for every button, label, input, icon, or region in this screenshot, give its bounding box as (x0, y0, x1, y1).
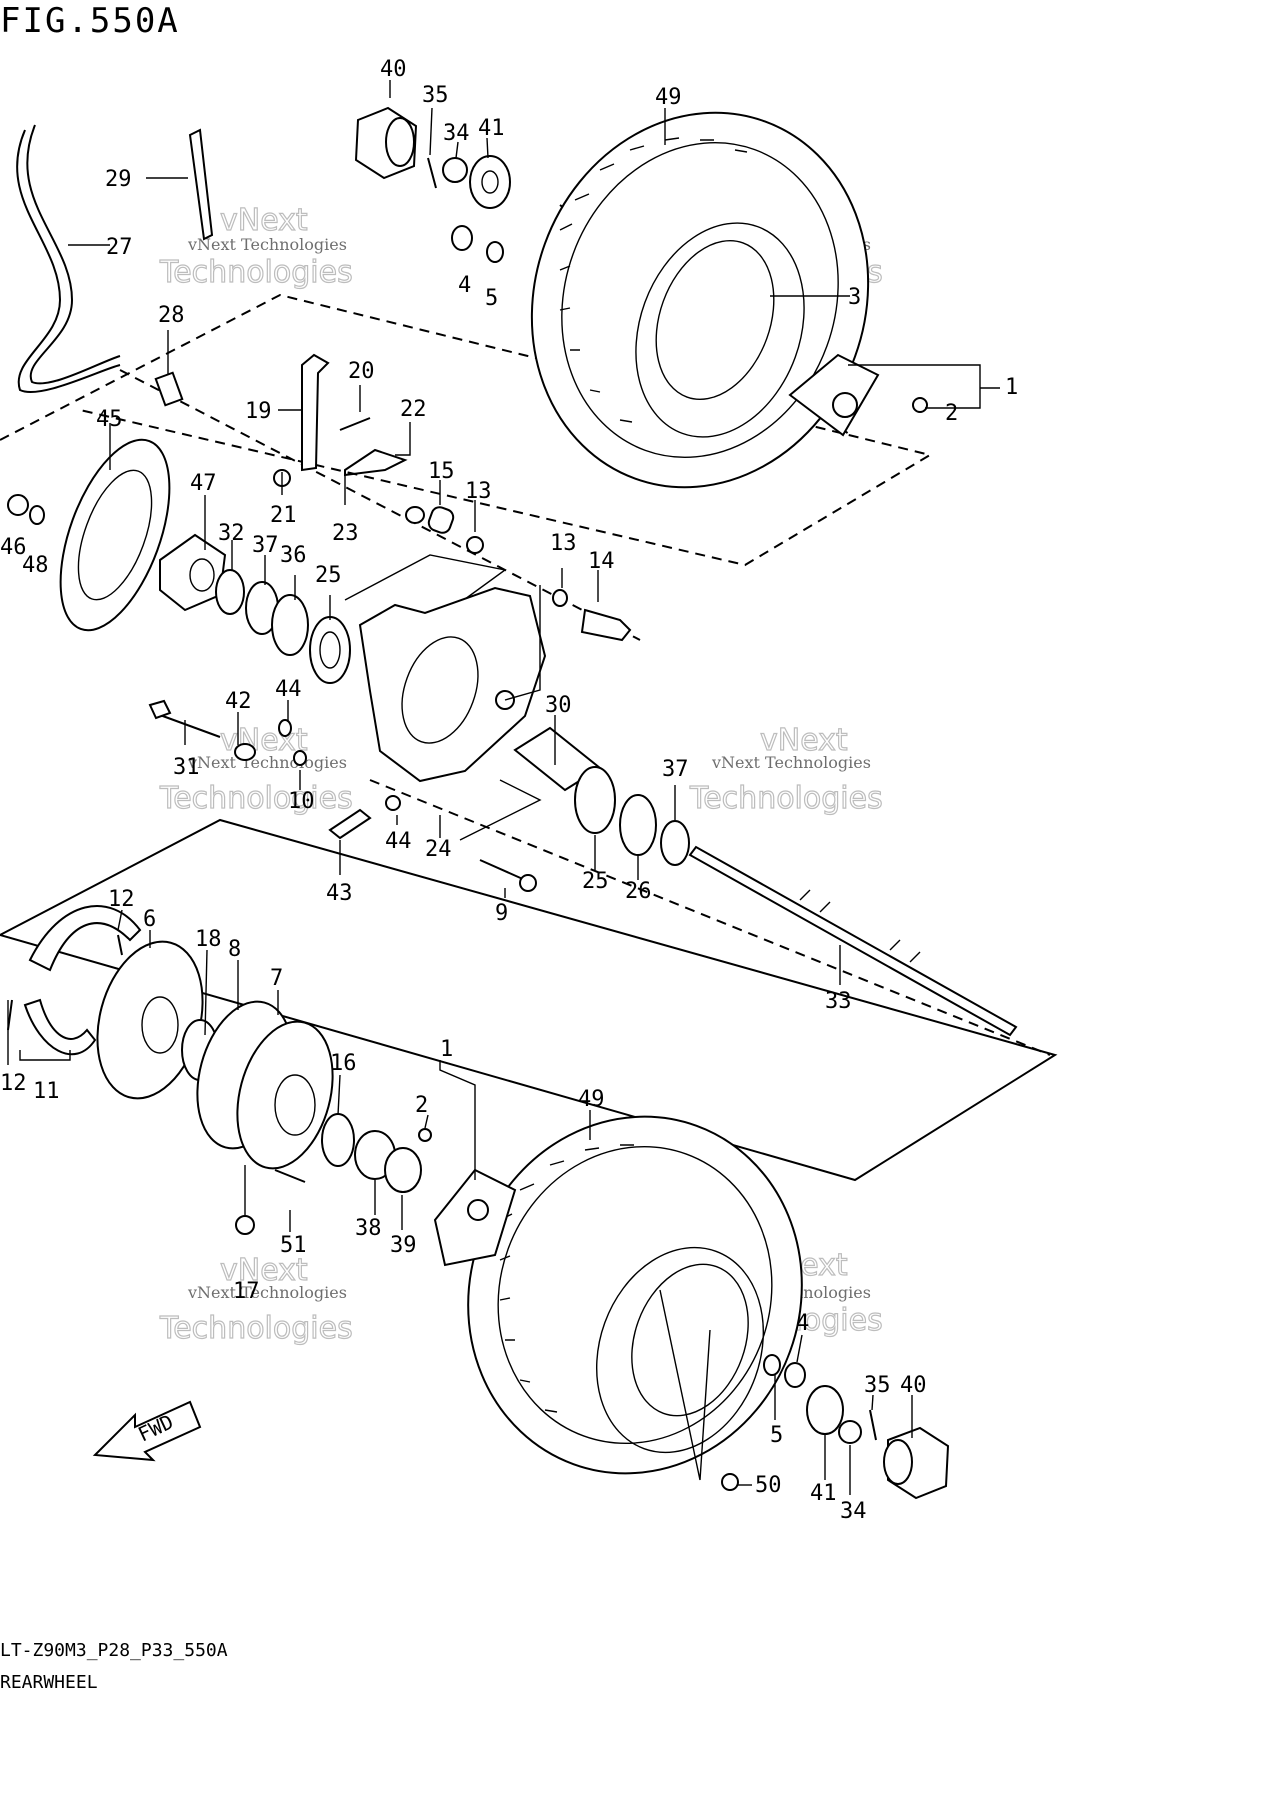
callout-label: 1 (440, 1037, 453, 1062)
callout-label: 34 (840, 1499, 867, 1524)
callout-label: 41 (810, 1481, 837, 1506)
callout-label: 44 (385, 829, 412, 854)
watermark-text: vNext (220, 1253, 308, 1288)
callout-label: 10 (288, 789, 315, 814)
callout-label: 35 (864, 1373, 891, 1398)
callout-label: 5 (485, 286, 498, 311)
callout-label: 34 (443, 121, 470, 146)
callout-label: 32 (218, 521, 245, 546)
watermark-text: vNext (220, 723, 308, 758)
callout-label: 43 (326, 881, 353, 906)
callout-label: 23 (332, 521, 359, 546)
callout-label: 40 (900, 1373, 927, 1398)
callout-label: 26 (625, 879, 652, 904)
callout-label: 49 (655, 85, 682, 110)
upper-wheel-tire (530, 111, 870, 489)
callout-labels: 40 35 34 41 49 29 27 4 5 3 1 2 28 20 19 … (0, 57, 1018, 1524)
callout-label: 39 (390, 1233, 417, 1258)
watermark-text: vNext Technologies (711, 753, 871, 772)
drawing-code: LT-Z90M3_P28_P33_550A (0, 1640, 228, 1661)
callout-label: 42 (225, 689, 252, 714)
watermark-text: vNext (760, 723, 848, 758)
callout-label: 6 (143, 907, 156, 932)
callout-label: 45 (96, 407, 123, 432)
watermark-text: Technologies (159, 781, 353, 816)
callout-label: 51 (280, 1233, 307, 1258)
callout-label: 29 (105, 167, 132, 192)
callout-label: 15 (428, 459, 455, 484)
watermark-text: vNext (220, 203, 308, 238)
watermark-text: vNext Technologies (187, 235, 347, 254)
callout-label: 41 (478, 116, 505, 141)
callout-label: 22 (400, 397, 427, 422)
callout-label: 14 (588, 549, 615, 574)
callout-label: 27 (106, 235, 133, 260)
watermark-text: vNext Technologies (187, 1283, 347, 1302)
fwd-arrow-icon: FWD (92, 1400, 202, 1462)
callout-label: 28 (158, 303, 185, 328)
callout-label: 25 (315, 563, 342, 588)
callout-label: 12 (0, 1071, 27, 1096)
callout-label: 50 (755, 1473, 782, 1498)
callout-label: 31 (173, 755, 200, 780)
callout-label: 2 (945, 401, 958, 426)
callout-label: 2 (415, 1093, 428, 1118)
callout-label: 18 (195, 927, 222, 952)
callout-label: 33 (825, 989, 852, 1014)
callout-label: 16 (330, 1051, 357, 1076)
callout-label: 13 (550, 531, 577, 556)
callout-label: 11 (33, 1079, 60, 1104)
callout-label: 7 (270, 966, 283, 991)
callout-label: 3 (848, 285, 861, 310)
callout-label: 9 (495, 901, 508, 926)
callout-label: 36 (280, 543, 307, 568)
callout-label: 38 (355, 1216, 382, 1241)
callout-label: 17 (233, 1279, 260, 1304)
callout-label: 21 (270, 503, 297, 528)
callout-label: 20 (348, 359, 375, 384)
watermark-text: Technologies (689, 781, 883, 816)
callout-label: 47 (190, 471, 217, 496)
callout-label: 30 (545, 693, 572, 718)
callout-label: 5 (770, 1423, 783, 1448)
hub-parts (7, 106, 1018, 1500)
callout-label: 12 (108, 887, 135, 912)
section-name: REARWHEEL (0, 1672, 98, 1693)
watermark-text: Technologies (159, 255, 353, 290)
callout-label: 4 (796, 1311, 809, 1336)
callout-label: 44 (275, 677, 302, 702)
callout-label: 4 (458, 273, 471, 298)
callout-label: 19 (245, 399, 272, 424)
callout-label: 37 (252, 533, 279, 558)
leader-lines (7, 80, 1000, 1495)
callout-label: 1 (1005, 375, 1018, 400)
lower-wheel-tire (467, 1115, 803, 1475)
callout-label: 46 (0, 535, 27, 560)
callout-label: 48 (22, 553, 49, 578)
callout-label: 13 (465, 479, 492, 504)
callout-label: 25 (582, 869, 609, 894)
figure-title: FIG.550A (0, 1, 180, 41)
callout-label: 37 (662, 757, 689, 782)
callout-label: 40 (380, 57, 407, 82)
watermark-text: Technologies (159, 1311, 353, 1346)
callout-label: 49 (578, 1087, 605, 1112)
callout-label: 35 (422, 83, 449, 108)
callout-label: 24 (425, 837, 452, 862)
callout-label: 8 (228, 937, 241, 962)
